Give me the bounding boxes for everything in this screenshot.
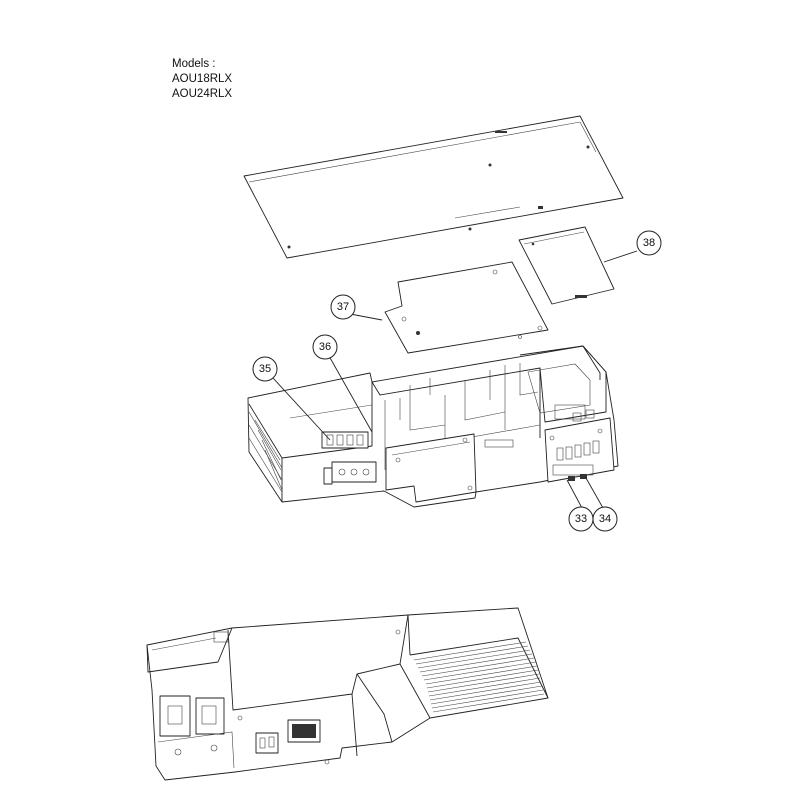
callout-36-label: 36: [319, 341, 331, 353]
callout-37-label: 37: [337, 301, 349, 313]
callout-34: 34: [592, 506, 618, 532]
callout-38-label: 38: [643, 237, 655, 249]
top-cover-panel: [243, 115, 624, 259]
callout-35: 35: [252, 356, 278, 382]
callout-33: 33: [568, 506, 594, 532]
part-38-board: [518, 226, 615, 305]
callout-37: 37: [330, 294, 356, 320]
models-label: Models :: [172, 58, 216, 70]
heat-exchanger-coil: [413, 641, 545, 713]
leader-lines: [272, 250, 638, 509]
callout-34-label: 34: [599, 513, 611, 525]
model-aou24rlx: AOU24RLX: [172, 88, 233, 100]
base-unit-assembly: [146, 607, 549, 781]
callout-36: 36: [312, 334, 338, 360]
callout-33-label: 33: [575, 513, 587, 525]
models-header: Models : AOU18RLX AOU24RLX: [172, 57, 232, 102]
part-37-board: [384, 261, 549, 354]
callout-35-label: 35: [259, 363, 271, 375]
callout-38: 38: [636, 230, 662, 256]
control-box-assembly: [247, 345, 619, 508]
model-aou18rlx: AOU18RLX: [172, 73, 233, 85]
